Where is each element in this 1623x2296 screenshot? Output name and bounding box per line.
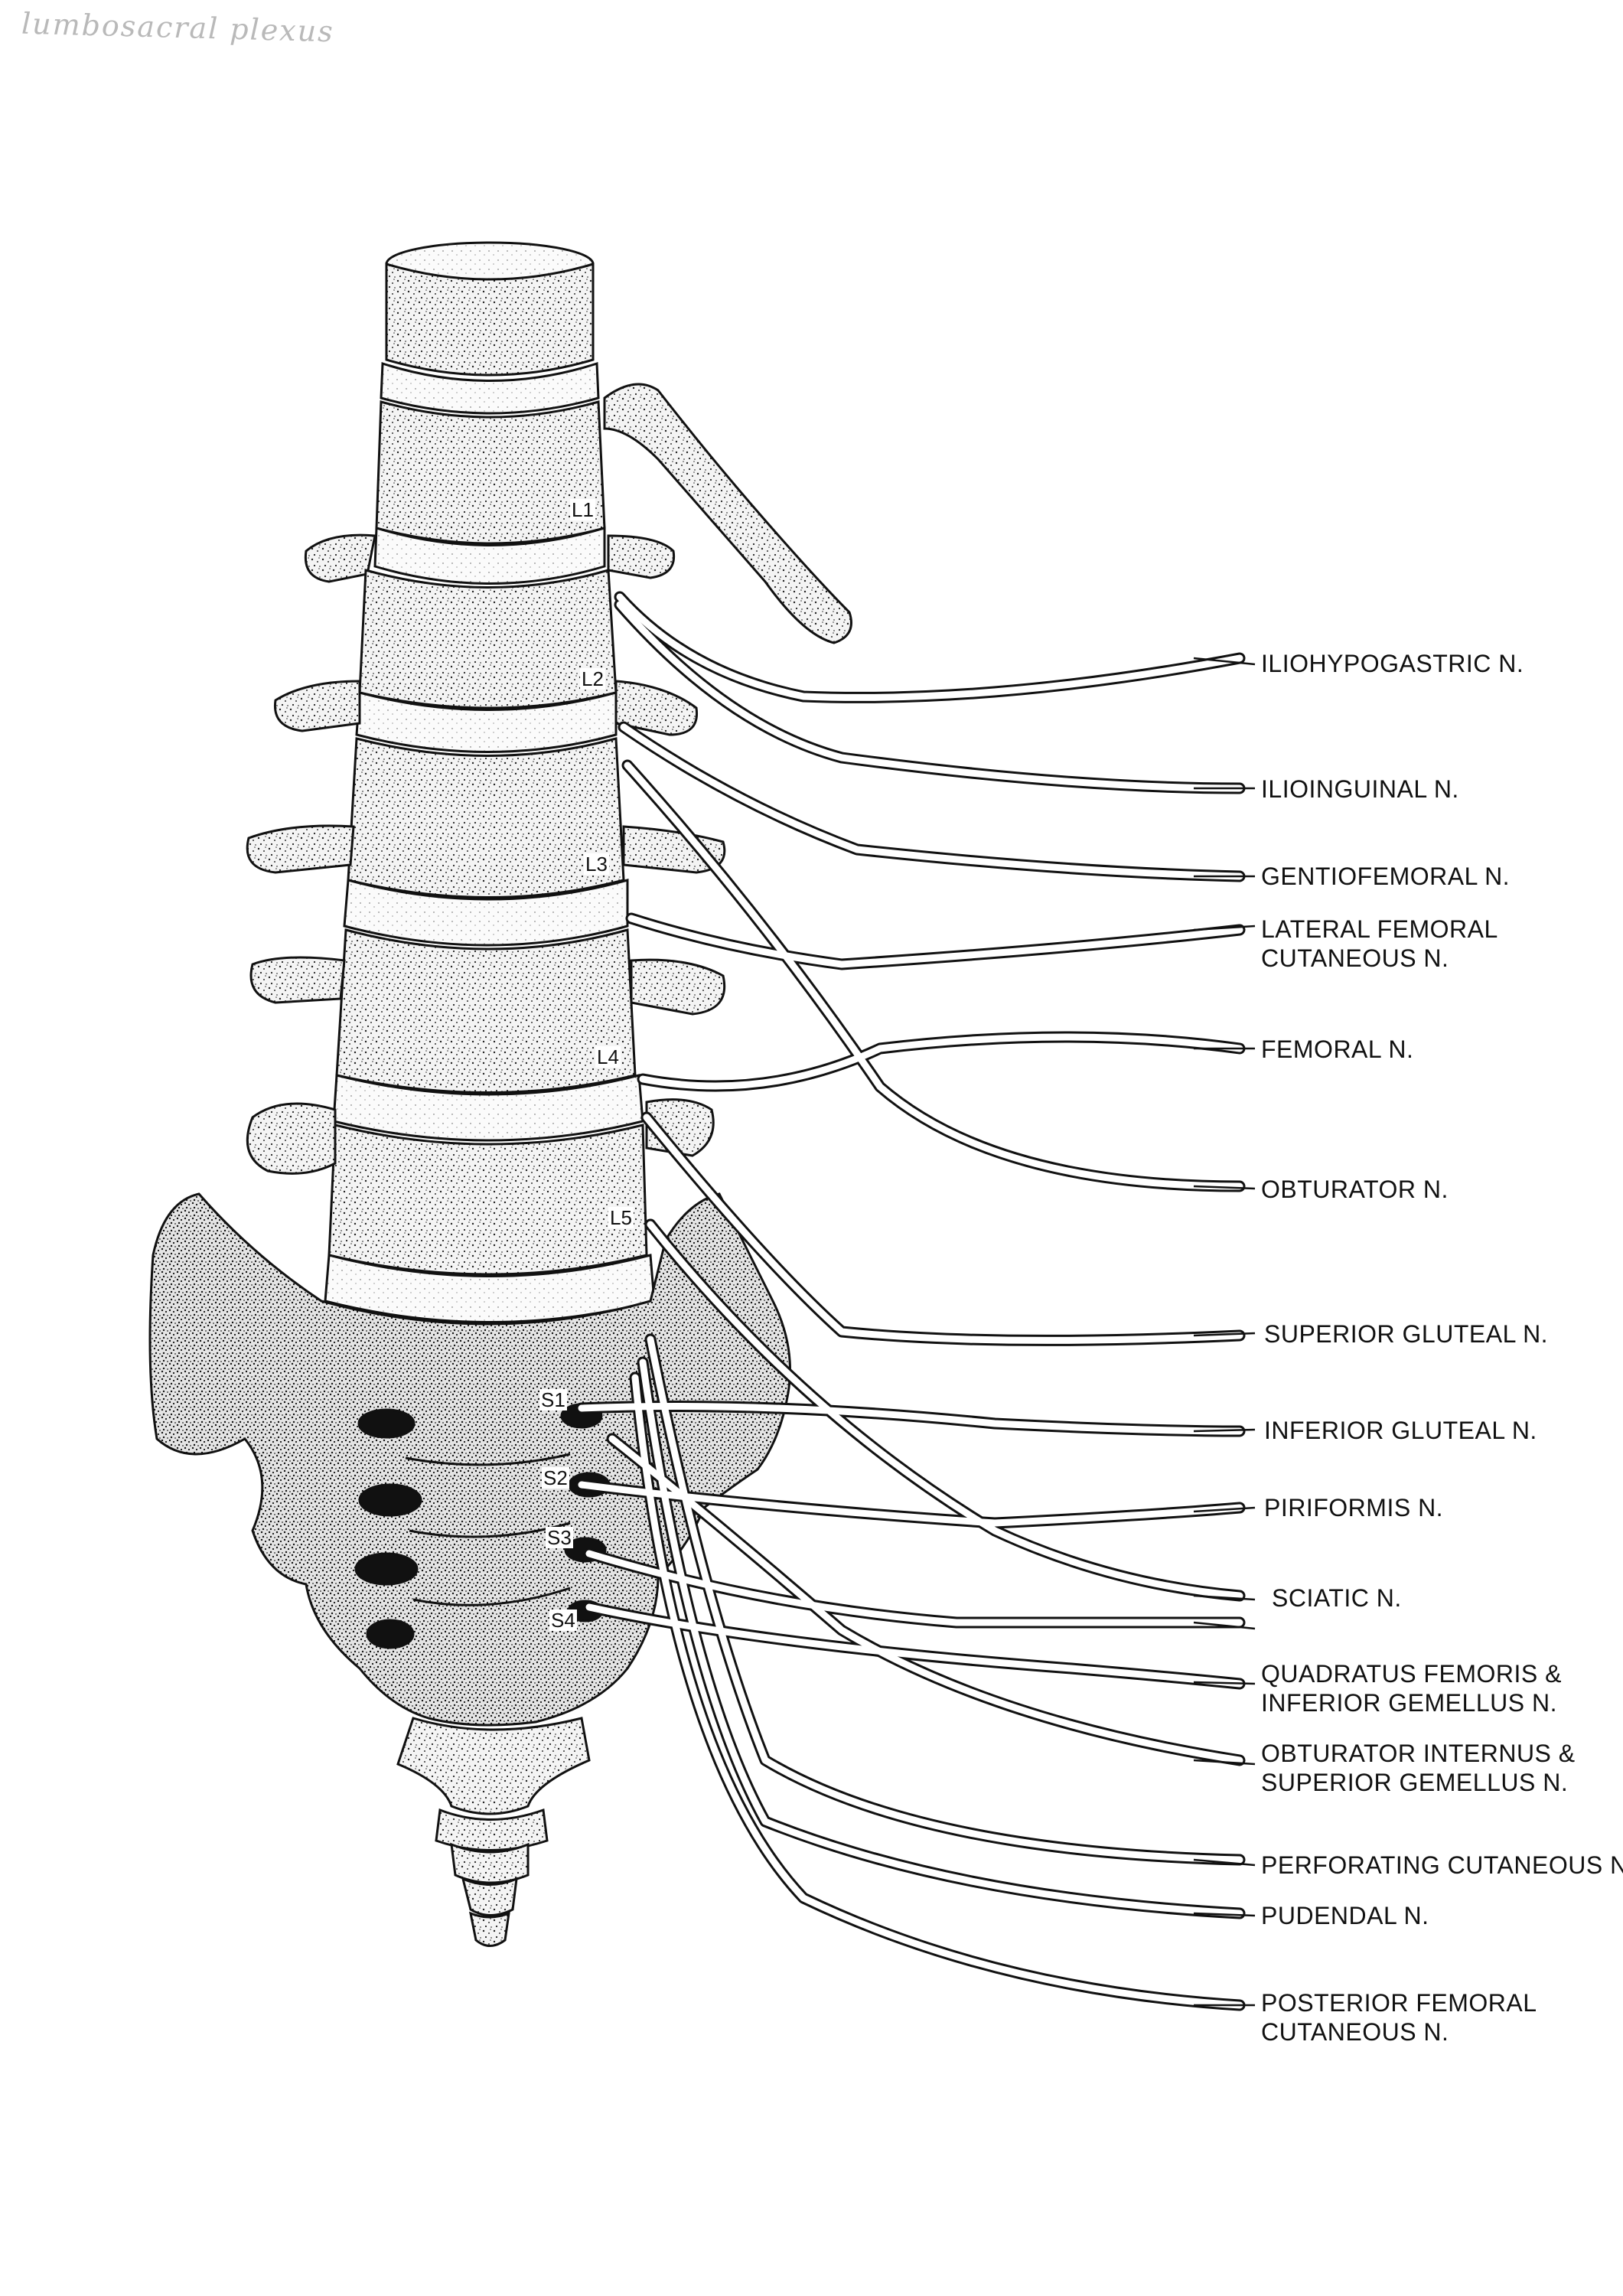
label-piriformis-nerve: PIRIFORMIS N. <box>1264 1494 1444 1521</box>
sacrum <box>148 1192 791 1727</box>
label-line: QUADRATUS FEMORIS & <box>1261 1660 1562 1688</box>
label-line: CUTANEOUS N. <box>1261 944 1449 972</box>
label-s2: S2 <box>542 1466 569 1489</box>
label-line: CUTANEOUS N. <box>1261 2018 1449 2046</box>
label-lateral-femoral-cutaneous-nerve: LATERAL FEMORAL CUTANEOUS N. <box>1261 915 1498 973</box>
label-s4: S4 <box>549 1609 577 1632</box>
label-perforating-cutaneous-nerve: PERFORATING CUTANEOUS N. <box>1261 1851 1623 1879</box>
label-sciatic-nerve: SCIATIC N. <box>1272 1584 1402 1612</box>
label-obturator-nerve: OBTURATOR N. <box>1261 1176 1449 1203</box>
lumbar-spine <box>246 241 726 1323</box>
label-ilioinguinal-nerve: ILIOINGUINAL N. <box>1261 775 1459 803</box>
label-genitofemoral-nerve: GENTIOFEMORAL N. <box>1261 863 1511 890</box>
label-line: LATERAL FEMORAL <box>1261 915 1498 943</box>
label-line: POSTERIOR FEMORAL <box>1261 1989 1537 2017</box>
label-quadratus-femoris-nerve: QUADRATUS FEMORIS & INFERIOR GEMELLUS N. <box>1261 1659 1562 1717</box>
label-posterior-femoral-cutaneous-nerve: POSTERIOR FEMORAL CUTANEOUS N. <box>1261 1988 1537 2047</box>
label-s3: S3 <box>546 1526 573 1549</box>
vertebra-l1 <box>375 400 606 545</box>
vertebra-l2 <box>358 569 618 709</box>
label-l3: L3 <box>584 853 609 876</box>
coccyx <box>396 1717 591 1947</box>
label-line: OBTURATOR INTERNUS & <box>1261 1740 1576 1767</box>
vertebra-l3 <box>347 737 625 899</box>
vertebra-l4 <box>335 928 637 1094</box>
label-l5: L5 <box>608 1206 634 1229</box>
label-iliohypogastric-nerve: ILIOHYPOGASTRIC N. <box>1261 650 1524 677</box>
label-l4: L4 <box>595 1045 621 1068</box>
nerve-pathways <box>575 591 1246 2011</box>
label-l1: L1 <box>570 498 595 521</box>
vertebra-l5 <box>328 1124 648 1276</box>
label-femoral-nerve: FEMORAL N. <box>1261 1035 1414 1063</box>
psoas-strand <box>603 383 852 644</box>
label-line: SUPERIOR GEMELLUS N. <box>1261 1769 1569 1796</box>
label-s1: S1 <box>539 1388 567 1411</box>
label-pudendal-nerve: PUDENDAL N. <box>1261 1902 1429 1929</box>
label-l2: L2 <box>580 667 605 690</box>
leader-lines <box>1193 657 1256 2007</box>
label-line: INFERIOR GEMELLUS N. <box>1261 1689 1557 1717</box>
label-obturator-internus-nerve: OBTURATOR INTERNUS & SUPERIOR GEMELLUS N… <box>1261 1739 1576 1797</box>
label-superior-gluteal-nerve: SUPERIOR GLUTEAL N. <box>1264 1320 1549 1348</box>
label-inferior-gluteal-nerve: INFERIOR GLUTEAL N. <box>1264 1417 1537 1444</box>
